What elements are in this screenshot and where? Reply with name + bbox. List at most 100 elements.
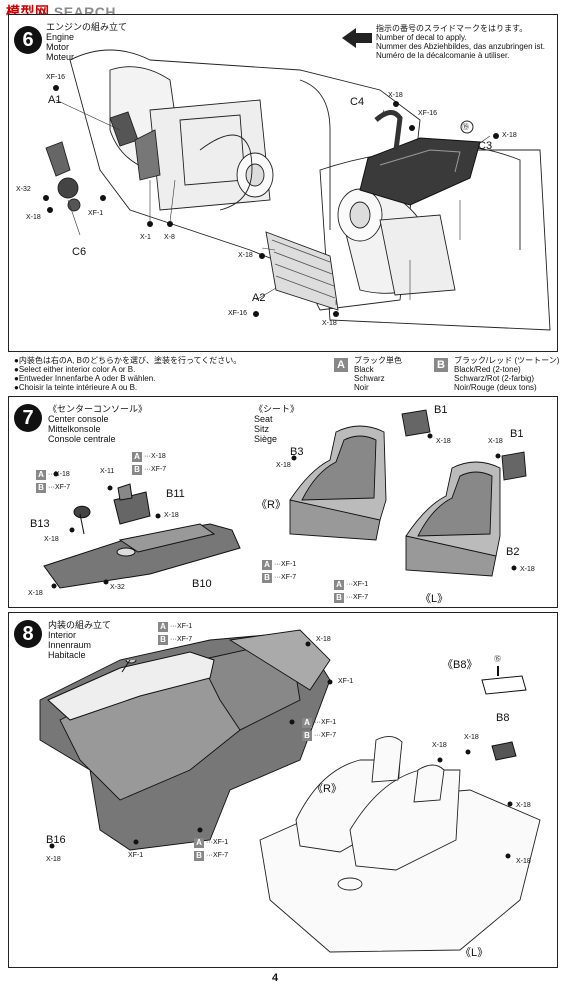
step7-badge-a3: A bbox=[262, 560, 272, 570]
label-a-xf1-seat-r: ···XF-1 bbox=[274, 561, 297, 568]
label-a-x18: ···X-18 bbox=[48, 471, 70, 478]
step8-title-en: Interior bbox=[48, 630, 77, 640]
label-x18-c4: X-18 bbox=[388, 92, 403, 99]
console-title-jp: 《センターコンソール》 bbox=[48, 404, 148, 414]
step7-badge-a1: A bbox=[36, 470, 46, 480]
step8-title-de: Innenraum bbox=[48, 640, 92, 650]
label-b8: B8 bbox=[496, 712, 510, 724]
label-seat-r: 《R》 bbox=[256, 499, 286, 511]
step8-badge-a1: A bbox=[158, 622, 168, 632]
step7-badge-b3: B bbox=[262, 573, 272, 583]
label-xf16-a2: XF-16 bbox=[228, 310, 248, 317]
label-c6: C6 bbox=[72, 246, 87, 258]
step6-number-badge: 6 bbox=[14, 26, 42, 54]
color-note-fr: ●Choisir la teinte intérieure A ou B. bbox=[14, 383, 138, 392]
step6-title: エンジンの組み立て Engine Motor Moteur bbox=[46, 22, 127, 62]
decal-note: 指示の番号のスライドマークをはります。 Number of decal to a… bbox=[376, 24, 545, 60]
step8-badge-b1: B bbox=[158, 635, 168, 645]
color-b-jp: ブラック/レッド (ツートーン) bbox=[454, 356, 560, 365]
label-xf16-a1: XF-16 bbox=[46, 74, 66, 81]
label-x18-b1-left: X-18 bbox=[488, 438, 503, 445]
label-x18-b13: X-18 bbox=[44, 536, 59, 543]
decal-note-en: Number of decal to apply. bbox=[376, 33, 467, 42]
label-x18-b8-a: X-18 bbox=[464, 734, 479, 741]
label-c4: C4 bbox=[350, 96, 365, 108]
step8-badge-b2: B bbox=[302, 731, 312, 741]
label-a-xf1-mid: ···XF-1 bbox=[314, 719, 337, 726]
label-x18-step8-floor: X-18 bbox=[516, 858, 531, 865]
label-a-xf1-seat-l: ···XF-1 bbox=[346, 581, 369, 588]
step8-badge-a2: A bbox=[302, 718, 312, 728]
color-option-b: ブラック/レッド (ツートーン) Black/Red (2-tone) Schw… bbox=[454, 356, 559, 392]
seat-title-fr: Siège bbox=[254, 434, 278, 444]
label-a1: A1 bbox=[48, 94, 62, 106]
label-x18-b2: X-18 bbox=[520, 566, 535, 573]
console-title-de: Mittelkonsole bbox=[48, 424, 101, 434]
label-b13: B13 bbox=[30, 518, 50, 530]
decal-19-marker: ⑲ bbox=[462, 124, 469, 131]
step8-title: 内装の組み立て Interior Innenraum Habitacle bbox=[48, 620, 111, 660]
label-b-xf7-b11: ···XF-7 bbox=[144, 466, 167, 473]
label-b11: B11 bbox=[166, 488, 185, 500]
label-x18-step6-a: X-18 bbox=[26, 214, 41, 221]
step6-title-en: Engine bbox=[46, 32, 75, 42]
label-x18-b16: X-18 bbox=[46, 856, 61, 863]
label-x18-a2: X-18 bbox=[322, 320, 337, 327]
label-x18-b1-right: X-18 bbox=[436, 438, 451, 445]
color-a-jp: ブラック単色 bbox=[354, 356, 402, 365]
label-a-xf1-bottom: ···XF-1 bbox=[206, 839, 229, 846]
step7-badge-a4: A bbox=[334, 580, 344, 590]
console-title: 《センターコンソール》 Center console Mittelkonsole… bbox=[48, 404, 147, 444]
color-note-de: ●Entweder Innenfarbe A oder B wählen. bbox=[14, 374, 156, 383]
label-x18-b11: X-18 bbox=[164, 512, 179, 519]
label-x18-b3: X-18 bbox=[276, 462, 291, 469]
label-x11: X-11 bbox=[100, 468, 115, 475]
label-a2: A2 bbox=[252, 292, 266, 304]
console-title-en: Center console bbox=[48, 414, 109, 424]
label-b-xf7-seat-r: ···XF-7 bbox=[274, 574, 297, 581]
label-c3: C3 bbox=[478, 140, 493, 152]
color-note-jp: ●内装色は右のA, Bのどちらかを選び、塗装を行ってください。 bbox=[14, 356, 242, 365]
color-option-a: ブラック単色 Black Schwarz Noir bbox=[354, 356, 402, 392]
label-b-xf7-seat-l: ···XF-7 bbox=[346, 594, 369, 601]
label-b3: B3 bbox=[290, 446, 304, 458]
label-b-xf7-mid: ···XF-7 bbox=[314, 732, 337, 739]
seat-title: 《シート》 Seat Sitz Siège bbox=[254, 404, 299, 444]
color-option-b-badge: B bbox=[434, 358, 448, 372]
seat-title-en: Seat bbox=[254, 414, 273, 424]
seat-title-jp: 《シート》 bbox=[254, 404, 300, 414]
label-b10: B10 bbox=[192, 578, 212, 590]
label-x18-b8-c: X-18 bbox=[516, 802, 531, 809]
step7-number-badge: 7 bbox=[14, 404, 42, 432]
label-xf1-step8-side: XF-1 bbox=[338, 678, 354, 685]
label-b-xf7: ···XF-7 bbox=[48, 484, 71, 491]
label-b1-left: B1 bbox=[510, 428, 524, 440]
label-seat-r-step8: 《R》 bbox=[312, 783, 342, 795]
label-b1-right: B1 bbox=[434, 404, 448, 416]
step6-panel bbox=[8, 14, 558, 352]
step7-badge-b1: B bbox=[36, 483, 46, 493]
step8-badge-b3: B bbox=[194, 851, 204, 861]
label-b-xf7-top: ···XF-7 bbox=[170, 636, 193, 643]
decal-15-marker: ⑮ bbox=[494, 656, 501, 663]
step8-badge-a3: A bbox=[194, 838, 204, 848]
step7-badge-b2: B bbox=[132, 465, 142, 475]
label-x18-radiator: X-18 bbox=[238, 252, 253, 259]
color-note-en: ●Select either interior color A or B. bbox=[14, 365, 136, 374]
label-b8-detail: 《B8》 bbox=[442, 659, 478, 671]
decal-note-jp: 指示の番号のスライドマークをはります。 bbox=[376, 24, 528, 33]
step6-title-jp: エンジンの組み立て bbox=[46, 22, 128, 32]
label-xf1-step6: XF-1 bbox=[88, 210, 104, 217]
label-x18-c3: X-18 bbox=[502, 132, 517, 139]
color-a-fr: Noir bbox=[354, 383, 369, 392]
console-title-fr: Console centrale bbox=[48, 434, 116, 444]
step8-number-badge: 8 bbox=[14, 620, 42, 648]
interior-color-note: ●内装色は右のA, Bのどちらかを選び、塗装を行ってください。 ●Select … bbox=[14, 356, 241, 392]
label-b16: B16 bbox=[46, 834, 66, 846]
label-x18-step8-top: X-18 bbox=[316, 636, 331, 643]
label-seat-l-step8: 《L》 bbox=[460, 947, 489, 959]
label-x8: X-8 bbox=[164, 234, 175, 241]
label-xf16-c4: XF-16 bbox=[418, 110, 438, 117]
step8-title-fr: Habitacle bbox=[48, 650, 86, 660]
label-b-xf7-bottom: ···XF-7 bbox=[206, 852, 229, 859]
